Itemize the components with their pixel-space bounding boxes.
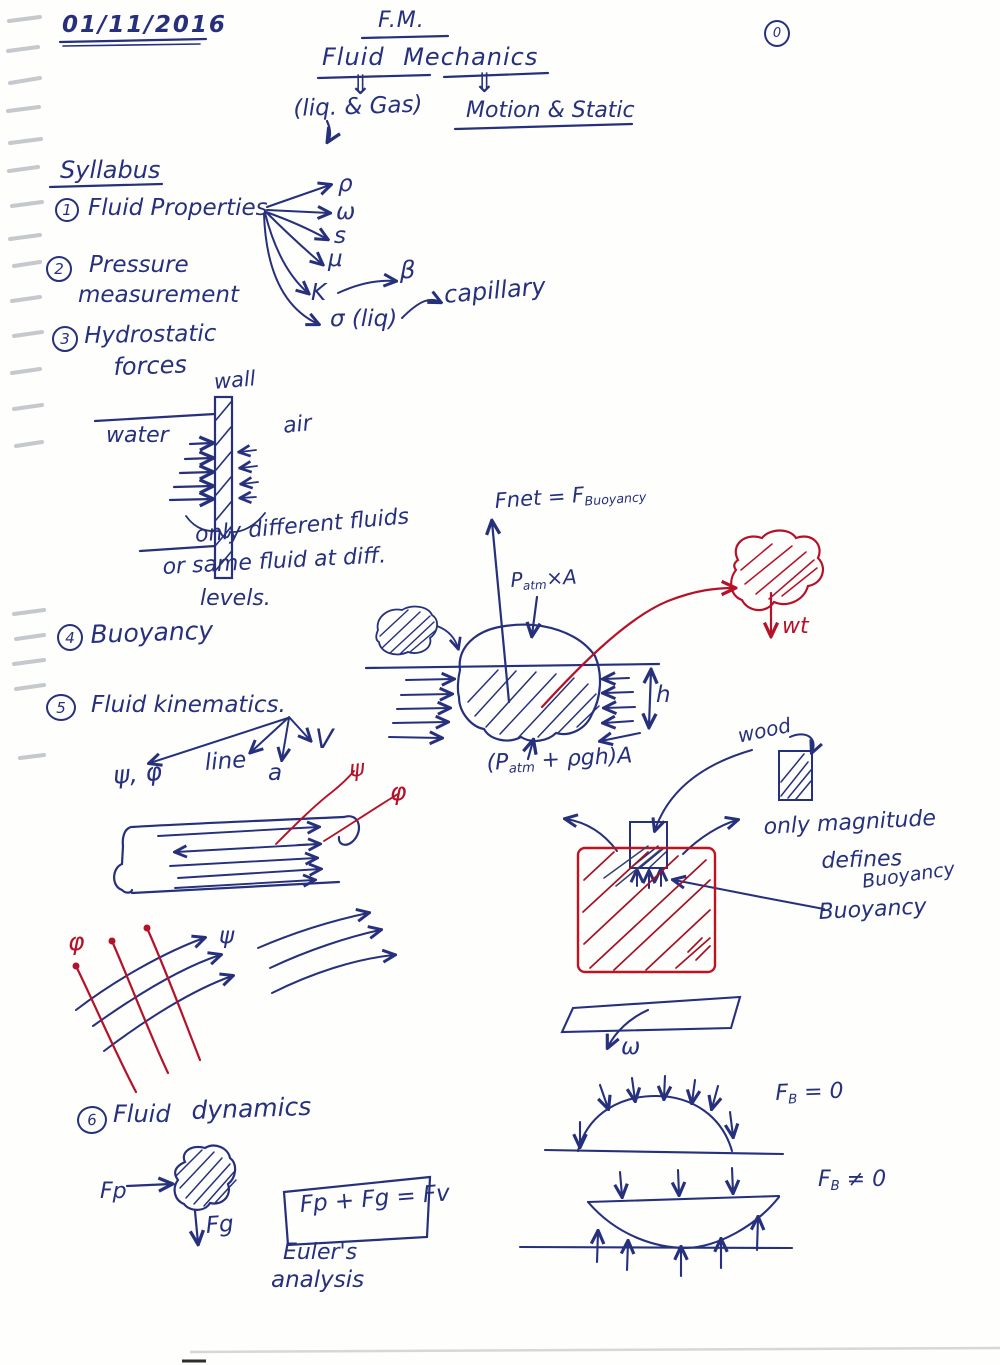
page-number-badge: 0 xyxy=(764,20,790,47)
euler-label-line2: analysis xyxy=(271,1267,365,1293)
fb-zero-rest: = 0 xyxy=(796,1078,844,1106)
property-s: s xyxy=(334,223,346,249)
fb-nonzero-b: B xyxy=(830,1178,840,1194)
plate-omega-strokes xyxy=(560,995,742,1047)
property-k: K xyxy=(311,280,327,306)
date: 01/11/2016 xyxy=(62,12,227,38)
page-bottom-edge xyxy=(182,1346,1000,1363)
fb-nonzero-label: FB ≠ 0 xyxy=(818,1168,886,1194)
wall-note-line3: levels. xyxy=(200,586,271,611)
item-2-label: Pressure xyxy=(89,252,189,278)
fb-zero-label: FB = 0 xyxy=(774,1078,844,1108)
pipe-psi-label: ψ xyxy=(347,755,366,783)
air-label: air xyxy=(281,411,313,439)
patm-sub: atm xyxy=(522,577,547,593)
header-strokes xyxy=(48,34,634,189)
item-3-number: 3 xyxy=(60,330,70,348)
item-5-number: 5 xyxy=(56,698,66,717)
fg-label: Fg xyxy=(204,1211,235,1239)
double-down-arrow-right: ⇓ xyxy=(473,68,496,99)
item-4-number-badge: 4 xyxy=(57,624,83,651)
item-2-number-badge: 2 xyxy=(46,256,72,282)
kinematics-psi-phi: ψ, φ xyxy=(111,756,164,790)
bottom-sub: atm xyxy=(508,760,536,777)
fb-nonzero-f: F xyxy=(818,1167,831,1192)
double-down-arrow-left: ⇓ xyxy=(349,70,372,101)
field-phi-label: φ xyxy=(68,927,85,956)
field-psi-label: ψ xyxy=(219,923,235,949)
pipe-phi-label: φ xyxy=(390,777,407,806)
patm-p: P xyxy=(509,567,524,592)
kinematics-accel: a xyxy=(268,760,283,786)
kinematics-fan-strokes xyxy=(150,716,310,763)
item-6-label-line2: dynamics xyxy=(190,1091,312,1125)
item-3-label: Hydrostatic xyxy=(83,320,217,349)
wall-diagram-strokes xyxy=(93,395,266,580)
item-4-number: 4 xyxy=(65,628,75,647)
depth-label: h xyxy=(656,682,671,708)
syllabus-fan-strokes xyxy=(263,185,440,324)
fb-zero-f: F xyxy=(774,1080,789,1106)
kinematics-velocity: V xyxy=(315,724,334,755)
plate-omega-label: ω xyxy=(621,1034,641,1060)
page-title: Fluid Mechanics xyxy=(322,43,539,71)
short-title: F.M. xyxy=(378,8,425,33)
patm-rest: ×A xyxy=(545,564,578,591)
branch-liquid-gas: (liq. & Gas) xyxy=(292,91,423,122)
item-5-number-badge: 5 xyxy=(46,694,76,721)
item-6-number: 6 xyxy=(86,1110,98,1130)
item-1-label: Fluid Properties xyxy=(88,195,268,221)
spiral-binding-marks xyxy=(6,15,46,760)
kinematics-line: line xyxy=(203,747,248,776)
item-5-label: Fluid kinematics. xyxy=(91,692,286,718)
weight-blob-strokes xyxy=(540,529,825,709)
branch-motion-static: Motion & Static xyxy=(466,98,635,123)
bottom-rest: + ρgh)A xyxy=(533,743,633,774)
item-2-label-line2: measurement xyxy=(78,282,239,308)
euler-label-line1: Euler's xyxy=(283,1240,358,1265)
item-1-number: 1 xyxy=(62,201,72,219)
item-3-label-line2: forces xyxy=(112,350,188,381)
dynamics-strokes xyxy=(125,1144,432,1245)
fnet-prefix: Fnet = F xyxy=(493,482,585,513)
item-4-label: Buoyancy xyxy=(89,615,214,649)
bottom-open: (P xyxy=(485,749,510,776)
patm-label: Patm×A xyxy=(509,564,578,594)
fb-nonzero-rest: ≠ 0 xyxy=(839,1167,887,1192)
property-beta: β xyxy=(400,256,416,284)
water-label: water xyxy=(106,423,169,448)
wood-tank-strokes xyxy=(566,733,825,974)
flow-net-strokes xyxy=(72,913,394,1094)
item-6-label: Fluid xyxy=(113,1100,171,1128)
fb-nonzero-strokes xyxy=(518,1166,794,1278)
item-2-number: 2 xyxy=(54,260,64,278)
fb-zero-strokes xyxy=(543,1074,785,1156)
buoyancy-diagram-strokes xyxy=(364,522,661,761)
property-mu: μ xyxy=(328,246,343,272)
property-rho: ρ xyxy=(338,171,353,197)
weight-label: wt xyxy=(782,614,809,639)
buoyancy-pointer-label: Buoyancy xyxy=(817,894,928,925)
fp-label: Fp xyxy=(100,1179,127,1204)
pipe-stream-potential-curves xyxy=(275,770,399,845)
page-number: 0 xyxy=(772,26,782,41)
pipe-diagram-strokes xyxy=(113,815,361,895)
wall-label: wall xyxy=(212,366,257,394)
syllabus-heading: Syllabus xyxy=(60,156,161,184)
item-1-number-badge: 1 xyxy=(55,198,79,222)
item-3-number-badge: 3 xyxy=(52,326,78,352)
property-omega: ω xyxy=(336,199,356,225)
property-sigma: σ (liq) xyxy=(330,306,398,332)
